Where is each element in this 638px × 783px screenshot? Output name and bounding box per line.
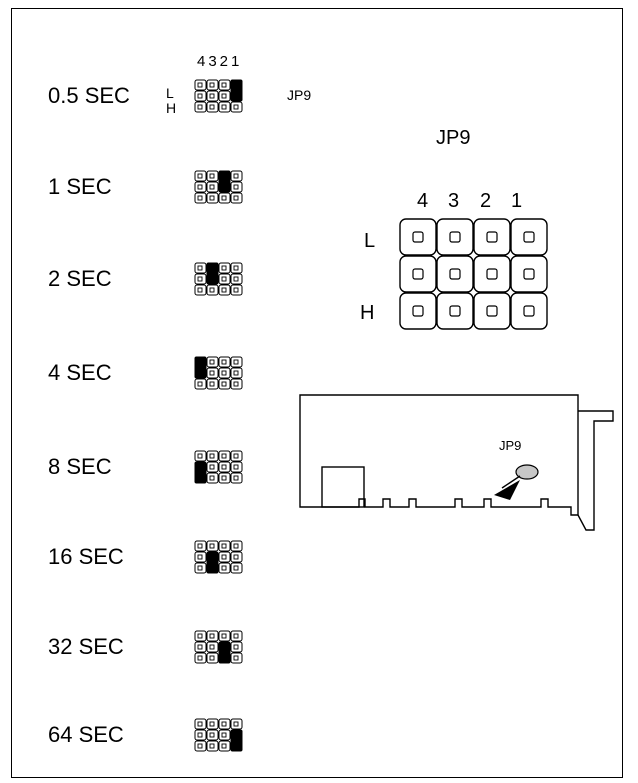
big-pin-housing [473, 255, 511, 293]
jumper-setting-diagram [194, 79, 243, 113]
big-pin [449, 268, 461, 280]
big-col-3-label: 3 [448, 190, 460, 212]
timeout-label: 1 SEC [48, 174, 112, 199]
jumper-cap [230, 79, 243, 102]
big-pin-housing [436, 255, 474, 293]
timeout-label: 2 SEC [48, 266, 112, 291]
card-bracket [577, 410, 614, 531]
jumper-setting-diagram [194, 356, 243, 390]
jumper-cap [194, 461, 207, 484]
big-pin [486, 268, 498, 280]
jumper-setting-diagram [194, 630, 243, 664]
diagram-frame [11, 8, 623, 778]
jumper-cap [206, 551, 219, 574]
jumper-cap [218, 641, 231, 664]
pin-numbers-label: 4321 [197, 53, 243, 70]
jp9-pointer-arrow [494, 480, 520, 500]
big-pin [412, 231, 424, 243]
timeout-label: 0.5 SEC [48, 83, 130, 108]
timeout-label: 16 SEC [48, 544, 124, 569]
big-pin [412, 268, 424, 280]
big-pin-housing [473, 218, 511, 256]
big-pin-housing [473, 292, 511, 330]
jp9-location-marker [515, 464, 539, 480]
jumper-tag-label: JP9 [287, 87, 312, 103]
big-col-1-label: 1 [511, 190, 523, 212]
big-pin-housing [510, 218, 548, 256]
card-outline [299, 394, 579, 516]
timeout-label: 8 SEC [48, 454, 112, 479]
card-jp9-label: JP9 [499, 438, 522, 453]
big-pin [523, 231, 535, 243]
jumper-setting-diagram [194, 170, 243, 204]
big-col-2-label: 2 [480, 190, 492, 212]
big-pin [486, 231, 498, 243]
timeout-label: 64 SEC [48, 722, 124, 747]
big-pin [449, 231, 461, 243]
big-pin-housing [399, 218, 437, 256]
card-connector-box [321, 466, 365, 508]
big-row-l-label: L [364, 230, 376, 252]
big-pin-housing [436, 218, 474, 256]
jumper-setting-diagram [194, 718, 243, 752]
big-pin-housing [399, 255, 437, 293]
big-diagram-title: JP9 [436, 127, 471, 149]
big-pin [412, 305, 424, 317]
big-pin [523, 268, 535, 280]
big-pin-housing [399, 292, 437, 330]
timeout-label: 4 SEC [48, 360, 112, 385]
big-pin-housing [510, 255, 548, 293]
big-row-h-label: H [360, 302, 375, 324]
jumper-setting-diagram [194, 540, 243, 574]
timeout-label: 32 SEC [48, 634, 124, 659]
jumper-cap [194, 356, 207, 379]
jumper-cap [230, 729, 243, 752]
row-l-label: L [166, 85, 174, 101]
jumper-cap [206, 262, 219, 285]
jumper-setting-diagram [194, 262, 243, 296]
big-pin [523, 305, 535, 317]
big-col-4-label: 4 [417, 190, 429, 212]
jumper-cap [218, 170, 231, 193]
big-pin [449, 305, 461, 317]
big-pin [486, 305, 498, 317]
big-pin-housing [510, 292, 548, 330]
row-h-label: H [166, 100, 177, 116]
jumper-setting-diagram [194, 450, 243, 484]
big-pin-housing [436, 292, 474, 330]
